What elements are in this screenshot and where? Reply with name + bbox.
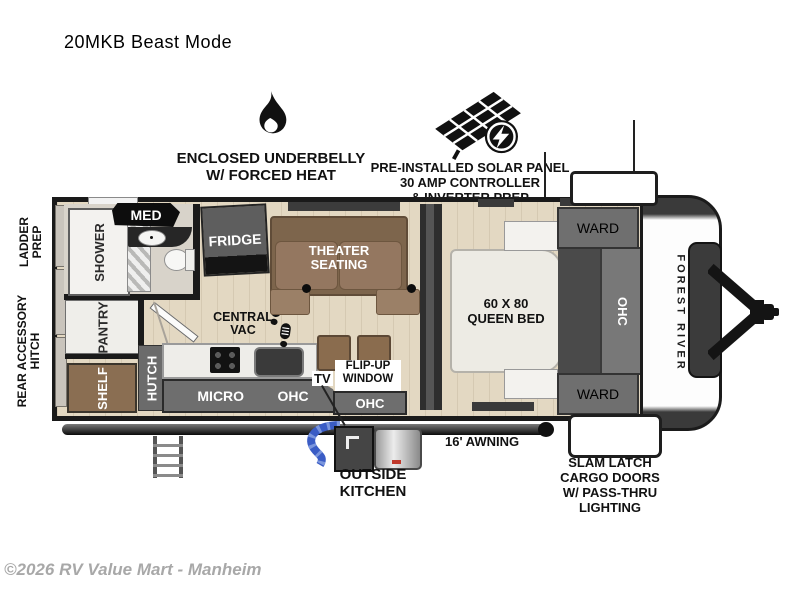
cupholder — [407, 284, 416, 293]
fridge-label: FRIDGE — [208, 230, 262, 250]
sofa-cushion — [275, 241, 338, 290]
queen-bed: 60 X 80 QUEEN BED — [450, 249, 562, 373]
nightstand — [504, 221, 558, 251]
theater-seating-sofa: THEATER SEATING — [270, 216, 408, 296]
wardrobe: WARD — [557, 373, 639, 415]
wall — [65, 354, 138, 359]
nightstand — [504, 369, 558, 399]
ward-front-label: WARD — [576, 220, 620, 236]
pantry: PANTRY — [65, 300, 140, 354]
ladder-prep-label: LADDER PREP — [17, 217, 44, 267]
kitchen-sink — [254, 347, 304, 377]
callout-line — [544, 152, 546, 198]
exterior-overhead-cabinet: OHC — [333, 391, 407, 415]
medicine-cabinet: MED — [112, 203, 180, 227]
footrest — [376, 289, 420, 315]
refrigerator: FRIDGE — [200, 203, 270, 277]
wall — [193, 204, 200, 300]
outside-faucet-icon — [346, 436, 359, 449]
copyright-watermark: ©2026 RV Value Mart - Manheim — [4, 560, 262, 579]
wardrobe: WARD — [557, 207, 639, 249]
shower-label: SHOWER — [91, 222, 107, 282]
ohc-exterior-label: OHC — [355, 395, 385, 411]
hutch-label: HUTCH — [144, 355, 159, 401]
ward-rear-label: WARD — [576, 386, 620, 402]
bedroom-overhead-cabinet: OHC — [600, 247, 644, 375]
queen-bed-label: 60 X 80 QUEEN BED — [467, 296, 545, 326]
ohc-kitchen-label: OHC — [277, 388, 309, 404]
rear-wall-panel — [55, 337, 67, 407]
callout-line — [633, 120, 635, 198]
stove-cooktop — [210, 347, 240, 373]
bedroom-divider-wall — [420, 204, 442, 410]
rear-accessory-hitch-label: REAR ACCESSORY HITCH — [15, 294, 42, 408]
tv-label: TV — [312, 371, 333, 386]
flame-icon — [248, 88, 294, 148]
footrest — [270, 289, 310, 315]
outside-grill-tank — [374, 428, 422, 470]
cargo-doors-callout: SLAM LATCH CARGO DOORS W/ PASS-THRU LIGH… — [560, 455, 660, 515]
window — [478, 199, 514, 207]
entry-steps-icon — [146, 436, 190, 478]
wall — [138, 300, 144, 356]
theater-seating-label: THEATER SEATING — [308, 243, 370, 272]
trailer-floorplan: SHOWER MED PANTRY SHELF HUTCH MICRO OHC — [52, 197, 646, 421]
sofa-cushion — [339, 241, 402, 290]
central-vac-label: CENTRAL VAC — [213, 310, 273, 337]
wall — [64, 294, 195, 300]
awning-rail — [62, 424, 548, 435]
awning-rail-end — [538, 422, 554, 437]
hitch-tongue-icon — [706, 262, 780, 362]
shelf-label: SHELF — [94, 366, 110, 410]
flip-up-window-label: FLIP-UP WINDOW — [335, 360, 401, 392]
underbelly-callout: ENCLOSED UNDERBELLY W/ FORCED HEAT — [176, 150, 366, 184]
rear-hitch-label-wrap: REAR ACCESSORY HITCH — [6, 288, 52, 414]
outside-kitchen-label: OUTSIDE KITCHEN — [339, 466, 407, 500]
window — [472, 402, 534, 411]
med-label: MED — [130, 207, 162, 223]
cargo-door — [568, 414, 662, 458]
shelf: SHELF — [67, 363, 137, 413]
water-hose-icon — [300, 421, 344, 471]
awning-label: 16' AWNING — [445, 434, 520, 449]
pantry-label: PANTRY — [95, 301, 110, 353]
toilet-tank — [185, 249, 195, 271]
window — [288, 202, 400, 211]
bed-frame — [558, 237, 600, 381]
cargo-door — [570, 171, 658, 206]
tank-valve — [392, 460, 401, 464]
cupholder — [302, 284, 311, 293]
hutch: HUTCH — [138, 345, 165, 411]
plan-title: 20MKB Beast Mode — [64, 32, 233, 52]
sink-drain — [150, 236, 153, 239]
outside-kitchen-unit — [334, 426, 374, 472]
ohc-bed-label: OHC — [614, 296, 630, 326]
solar-panel-icon — [428, 86, 532, 160]
forest-river-brand-label: FOREST RIVER — [675, 254, 688, 372]
micro-label: MICRO — [197, 388, 245, 404]
ladder-prep-label-wrap: LADDER PREP — [10, 200, 52, 284]
